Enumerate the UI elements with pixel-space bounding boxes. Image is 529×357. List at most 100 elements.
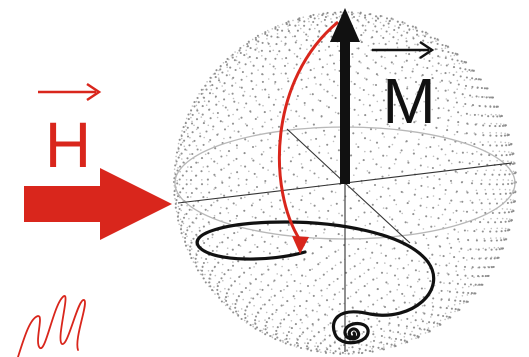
sphere-dot bbox=[232, 265, 234, 267]
sphere-dot bbox=[433, 326, 435, 328]
sphere-dot bbox=[450, 247, 452, 249]
sphere-dot bbox=[464, 133, 466, 135]
sphere-dot bbox=[427, 166, 429, 168]
sphere-dot bbox=[305, 314, 307, 316]
sphere-dot bbox=[220, 277, 222, 279]
sphere-dot bbox=[193, 125, 195, 127]
sphere-dot bbox=[415, 189, 417, 191]
sphere-dot bbox=[318, 99, 320, 101]
sphere-dot bbox=[363, 159, 365, 161]
sphere-dot bbox=[469, 162, 471, 164]
sphere-dot bbox=[286, 285, 288, 287]
sphere-dot bbox=[250, 324, 252, 326]
sphere-dot bbox=[426, 176, 428, 178]
sphere-dot bbox=[512, 152, 514, 154]
sphere-dot bbox=[232, 93, 234, 95]
sphere-dot bbox=[287, 28, 289, 30]
sphere-dot bbox=[434, 37, 436, 39]
sphere-dot bbox=[357, 12, 359, 14]
sphere-dot bbox=[261, 273, 263, 275]
sphere-dot bbox=[238, 118, 240, 120]
sphere-dot bbox=[402, 23, 404, 25]
sphere-dot bbox=[391, 218, 393, 220]
sphere-dot bbox=[462, 62, 464, 64]
sphere-dot bbox=[408, 47, 410, 49]
sphere-dot bbox=[221, 241, 223, 243]
sphere-dot bbox=[181, 221, 183, 223]
sphere-dot bbox=[507, 160, 509, 162]
sphere-dot bbox=[449, 263, 451, 265]
sphere-dot bbox=[396, 42, 398, 44]
sphere-dot bbox=[348, 11, 350, 13]
sphere-dot bbox=[339, 348, 341, 350]
sphere-dot bbox=[424, 304, 426, 306]
sphere-dot bbox=[213, 286, 215, 288]
sphere-dot bbox=[406, 254, 408, 256]
sphere-dot bbox=[301, 230, 303, 232]
sphere-dot bbox=[271, 313, 273, 315]
sphere-dot bbox=[315, 138, 317, 140]
sphere-dot bbox=[389, 318, 391, 320]
sphere-dot bbox=[277, 25, 279, 27]
sphere-dot bbox=[210, 204, 212, 206]
sphere-dot bbox=[464, 97, 466, 99]
sphere-dot bbox=[271, 157, 273, 159]
sphere-dot bbox=[235, 253, 237, 255]
sphere-dot bbox=[456, 296, 458, 298]
sphere-dot bbox=[269, 229, 271, 231]
sphere-dot bbox=[221, 85, 223, 87]
sphere-dot bbox=[241, 87, 243, 89]
sphere-dot bbox=[451, 163, 453, 165]
sphere-dot bbox=[476, 239, 478, 241]
sphere-dot bbox=[272, 304, 274, 306]
sphere-dot bbox=[430, 316, 432, 318]
sphere-dot bbox=[456, 153, 458, 155]
sphere-dot bbox=[205, 89, 207, 91]
sphere-dot bbox=[372, 333, 374, 335]
sphere-dot bbox=[253, 132, 255, 134]
sphere-dot bbox=[335, 13, 337, 15]
sphere-dot bbox=[489, 144, 491, 146]
sphere-dot bbox=[267, 269, 269, 271]
sphere-dot bbox=[445, 189, 447, 191]
sphere-dot bbox=[333, 281, 335, 283]
sphere-dot bbox=[417, 336, 419, 338]
sphere-dot bbox=[275, 312, 277, 314]
sphere-dot bbox=[301, 275, 303, 277]
sphere-dot bbox=[445, 47, 447, 49]
sphere-dot bbox=[457, 80, 459, 82]
sphere-dot bbox=[480, 183, 482, 185]
sphere-dot bbox=[471, 257, 473, 259]
sphere-dot bbox=[223, 234, 225, 236]
sphere-dot bbox=[438, 292, 440, 294]
sphere-dot bbox=[490, 105, 492, 107]
sphere-dot bbox=[203, 137, 205, 139]
sphere-dot bbox=[428, 331, 430, 333]
sphere-dot bbox=[482, 230, 484, 232]
sphere-dot bbox=[454, 63, 456, 65]
sphere-dot bbox=[190, 196, 192, 198]
sphere-dot bbox=[395, 183, 397, 185]
sphere-dot bbox=[180, 219, 182, 221]
sphere-dot bbox=[460, 75, 462, 77]
sphere-dot bbox=[228, 163, 230, 165]
sphere-dot bbox=[292, 36, 294, 38]
sphere-dot bbox=[437, 43, 439, 45]
sphere-dot bbox=[491, 257, 493, 259]
field-label-group: H bbox=[38, 84, 99, 181]
sphere-dot bbox=[200, 192, 202, 194]
sphere-dot bbox=[412, 213, 414, 215]
sphere-dot bbox=[436, 322, 438, 324]
sphere-dot bbox=[393, 300, 395, 302]
sphere-dot bbox=[244, 309, 246, 311]
sphere-dot bbox=[338, 249, 340, 251]
sphere-dot bbox=[217, 262, 219, 264]
sphere-dot bbox=[203, 226, 205, 228]
sphere-dot bbox=[305, 275, 307, 277]
sphere-dot bbox=[432, 57, 434, 59]
sphere-dot bbox=[450, 144, 452, 146]
sphere-dot bbox=[494, 198, 496, 200]
sphere-dot bbox=[359, 123, 361, 125]
sphere-dot bbox=[341, 235, 343, 237]
